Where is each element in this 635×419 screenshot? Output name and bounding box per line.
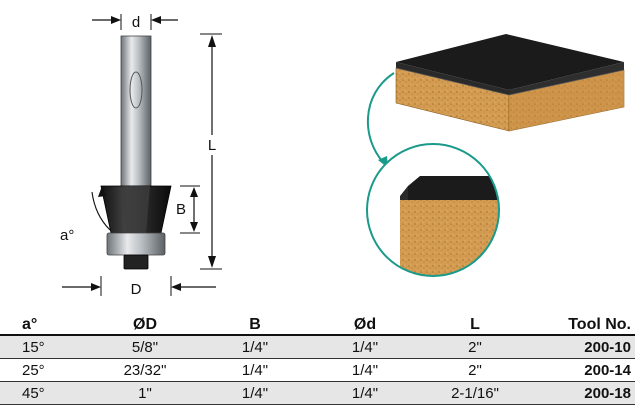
cell-shank-diameter: 1/4" <box>310 381 420 405</box>
cell-cut-height: 1/4" <box>200 335 310 359</box>
dimension-B: B <box>176 185 200 234</box>
dimension-L: L <box>200 33 222 270</box>
dimension-angle: a° <box>60 186 111 244</box>
table-row: 45° 1" 1/4" 1/4" 2-1/16" 200-18 <box>0 381 635 405</box>
header-cut-height: B <box>200 310 310 336</box>
spec-table: a° ØD B Ød L Tool No. 15° 5/8" 1/4" 1/4"… <box>0 310 635 405</box>
cell-diameter: 1" <box>90 381 200 405</box>
cell-tool-number: 200-18 <box>530 381 635 405</box>
cell-length: 2" <box>420 335 530 359</box>
label-B: B <box>176 201 186 218</box>
header-diameter: ØD <box>90 310 200 336</box>
shank-logo <box>129 71 143 109</box>
cell-shank-diameter: 1/4" <box>310 358 420 382</box>
laminated-board <box>395 34 625 132</box>
dimension-d: d <box>92 14 178 31</box>
cell-length: 2-1/16" <box>420 381 530 405</box>
cell-cut-height: 1/4" <box>200 358 310 382</box>
cell-cut-height: 1/4" <box>200 381 310 405</box>
cell-angle: 15° <box>0 335 90 359</box>
cell-length: 2" <box>420 358 530 382</box>
cell-tool-number: 200-10 <box>530 335 635 359</box>
header-angle: a° <box>0 310 90 336</box>
cell-diameter: 23/32" <box>90 358 200 382</box>
table-header-row: a° ØD B Ød L Tool No. <box>0 310 635 336</box>
bearing <box>106 232 166 256</box>
table-row: 25° 23/32" 1/4" 1/4" 2" 200-14 <box>0 358 635 382</box>
label-angle: a° <box>60 227 74 244</box>
label-D: D <box>131 281 142 298</box>
cell-diameter: 5/8" <box>90 335 200 359</box>
cell-angle: 25° <box>0 358 90 382</box>
table-row: 15° 5/8" 1/4" 1/4" 2" 200-10 <box>0 335 635 359</box>
magnified-detail <box>366 143 500 277</box>
header-length: L <box>420 310 530 336</box>
shank <box>120 35 152 187</box>
cell-tool-number: 200-14 <box>530 358 635 382</box>
label-d: d <box>132 14 140 31</box>
screw-tip <box>123 254 149 270</box>
router-bit <box>100 35 172 270</box>
board-laminate-top <box>396 34 624 90</box>
cell-angle: 45° <box>0 381 90 405</box>
router-bit-diagram: d L B a° D <box>60 14 625 298</box>
header-tool-number: Tool No. <box>530 310 635 336</box>
header-shank-diameter: Ød <box>310 310 420 336</box>
label-L: L <box>208 137 216 154</box>
cell-shank-diameter: 1/4" <box>310 335 420 359</box>
callout-arrow <box>366 72 395 164</box>
dimension-D: D <box>62 276 216 298</box>
cutter-flute <box>122 186 150 233</box>
